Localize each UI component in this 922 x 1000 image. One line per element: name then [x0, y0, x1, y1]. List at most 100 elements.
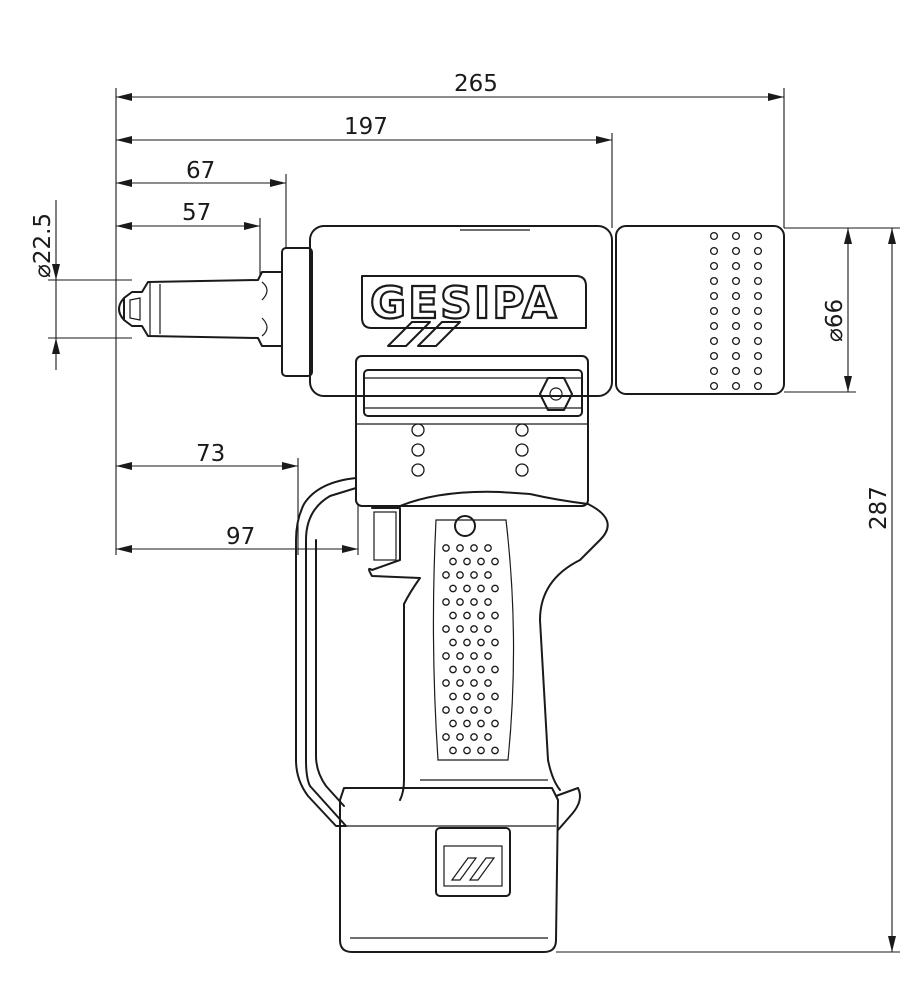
perforation-dot: [731, 276, 741, 286]
grip-dot: [491, 557, 499, 566]
grip-dot: [484, 733, 492, 741]
dim-label-nose-diameter: ⌀22.5: [30, 213, 56, 278]
grip-dot: [456, 598, 464, 606]
nose-piece: [118, 247, 313, 377]
grip-dot: [463, 584, 471, 593]
perforation-dot: [709, 246, 719, 256]
grip-dot: [491, 638, 499, 647]
perforation-dot: [731, 366, 741, 376]
dim-label-57: 57: [182, 200, 211, 226]
grip-dot: [449, 692, 457, 701]
grip-dot: [484, 652, 492, 660]
grip-dot: [442, 733, 450, 741]
grip-dot: [484, 625, 492, 633]
grip-dot: [449, 611, 457, 620]
dimension-lines: [48, 88, 900, 953]
grip-dot: [484, 598, 492, 606]
grip-dot: [456, 544, 464, 552]
perforation-dot: [753, 231, 763, 241]
grip-dot: [442, 679, 450, 687]
handle: [295, 477, 609, 827]
grip-dot: [477, 665, 485, 674]
center-block: [355, 355, 589, 507]
tool-outline: GESIPA: [118, 225, 785, 953]
grip-dot: [442, 706, 450, 714]
grip-dot: [484, 571, 492, 579]
grip-dot: [470, 679, 478, 687]
brand-logo-text: GESIPA: [370, 278, 559, 329]
grip-dot: [477, 719, 485, 728]
perforation-dot: [753, 381, 763, 391]
grip-dot: [470, 625, 478, 633]
grip-dot: [491, 746, 499, 755]
grip-dot: [484, 706, 492, 714]
grip-dot: [484, 679, 492, 687]
perforation-dot: [709, 231, 719, 241]
grip-dot: [442, 544, 450, 552]
grip-dot: [491, 584, 499, 593]
grip-dot: [456, 571, 464, 579]
grip-dot: [449, 719, 457, 728]
grip-dot: [477, 557, 485, 566]
grip-dot: [470, 706, 478, 714]
grip-dot: [463, 665, 471, 674]
perforation-dot: [709, 306, 719, 316]
perforation-dot: [753, 306, 763, 316]
perforation-dot: [731, 336, 741, 346]
perforation-dot: [731, 321, 741, 331]
dim-label-73: 73: [196, 441, 225, 467]
grip-dot: [470, 733, 478, 741]
perforation-dot: [709, 321, 719, 331]
grip-dot: [442, 652, 450, 660]
perforation-dot: [753, 261, 763, 271]
grip-dot: [484, 544, 492, 552]
perforation-dot: [753, 276, 763, 286]
perforation-dot: [731, 381, 741, 391]
perforation-dot: [709, 351, 719, 361]
grip-dot: [442, 571, 450, 579]
perforation-dot: [731, 351, 741, 361]
perforation-dot: [753, 321, 763, 331]
grip-dot: [477, 638, 485, 647]
perforation-dot: [709, 336, 719, 346]
perforation-dot: [709, 261, 719, 271]
dim-label-head-diameter: ⌀66: [822, 299, 848, 342]
grip-texture-dots: [442, 544, 499, 755]
battery-pack: [339, 787, 581, 953]
head-housing: [309, 225, 613, 397]
grip-dot: [456, 733, 464, 741]
perforation-dot: [731, 246, 741, 256]
grip-dot: [491, 611, 499, 620]
perforation-dot: [709, 366, 719, 376]
grip-dot: [463, 557, 471, 566]
grip-dot: [449, 665, 457, 674]
grip-dot: [442, 598, 450, 606]
rear-cylinder-perforations: [709, 231, 763, 391]
perforation-dot: [753, 336, 763, 346]
grip-dot: [491, 692, 499, 701]
grip-dot: [470, 652, 478, 660]
perforation-dot: [731, 306, 741, 316]
perforation-dot: [709, 381, 719, 391]
grip-dot: [491, 719, 499, 728]
grip-dot: [456, 625, 464, 633]
grip-dot: [477, 584, 485, 593]
perforation-dot: [753, 246, 763, 256]
dim-label-67: 67: [186, 158, 215, 184]
dim-label-height: 287: [866, 486, 892, 530]
grip-dot: [456, 679, 464, 687]
grip-dot: [463, 638, 471, 647]
grip-dot: [456, 706, 464, 714]
grip-dot: [449, 584, 457, 593]
dim-label-265: 265: [454, 71, 498, 97]
perforation-dot: [731, 231, 741, 241]
grip-dot: [470, 571, 478, 579]
grip-dot: [463, 692, 471, 701]
dim-label-97: 97: [226, 524, 255, 550]
grip-dot: [449, 557, 457, 566]
grip-dot: [463, 611, 471, 620]
grip-dot: [449, 746, 457, 755]
perforation-dot: [731, 291, 741, 301]
grip-dot: [477, 692, 485, 701]
